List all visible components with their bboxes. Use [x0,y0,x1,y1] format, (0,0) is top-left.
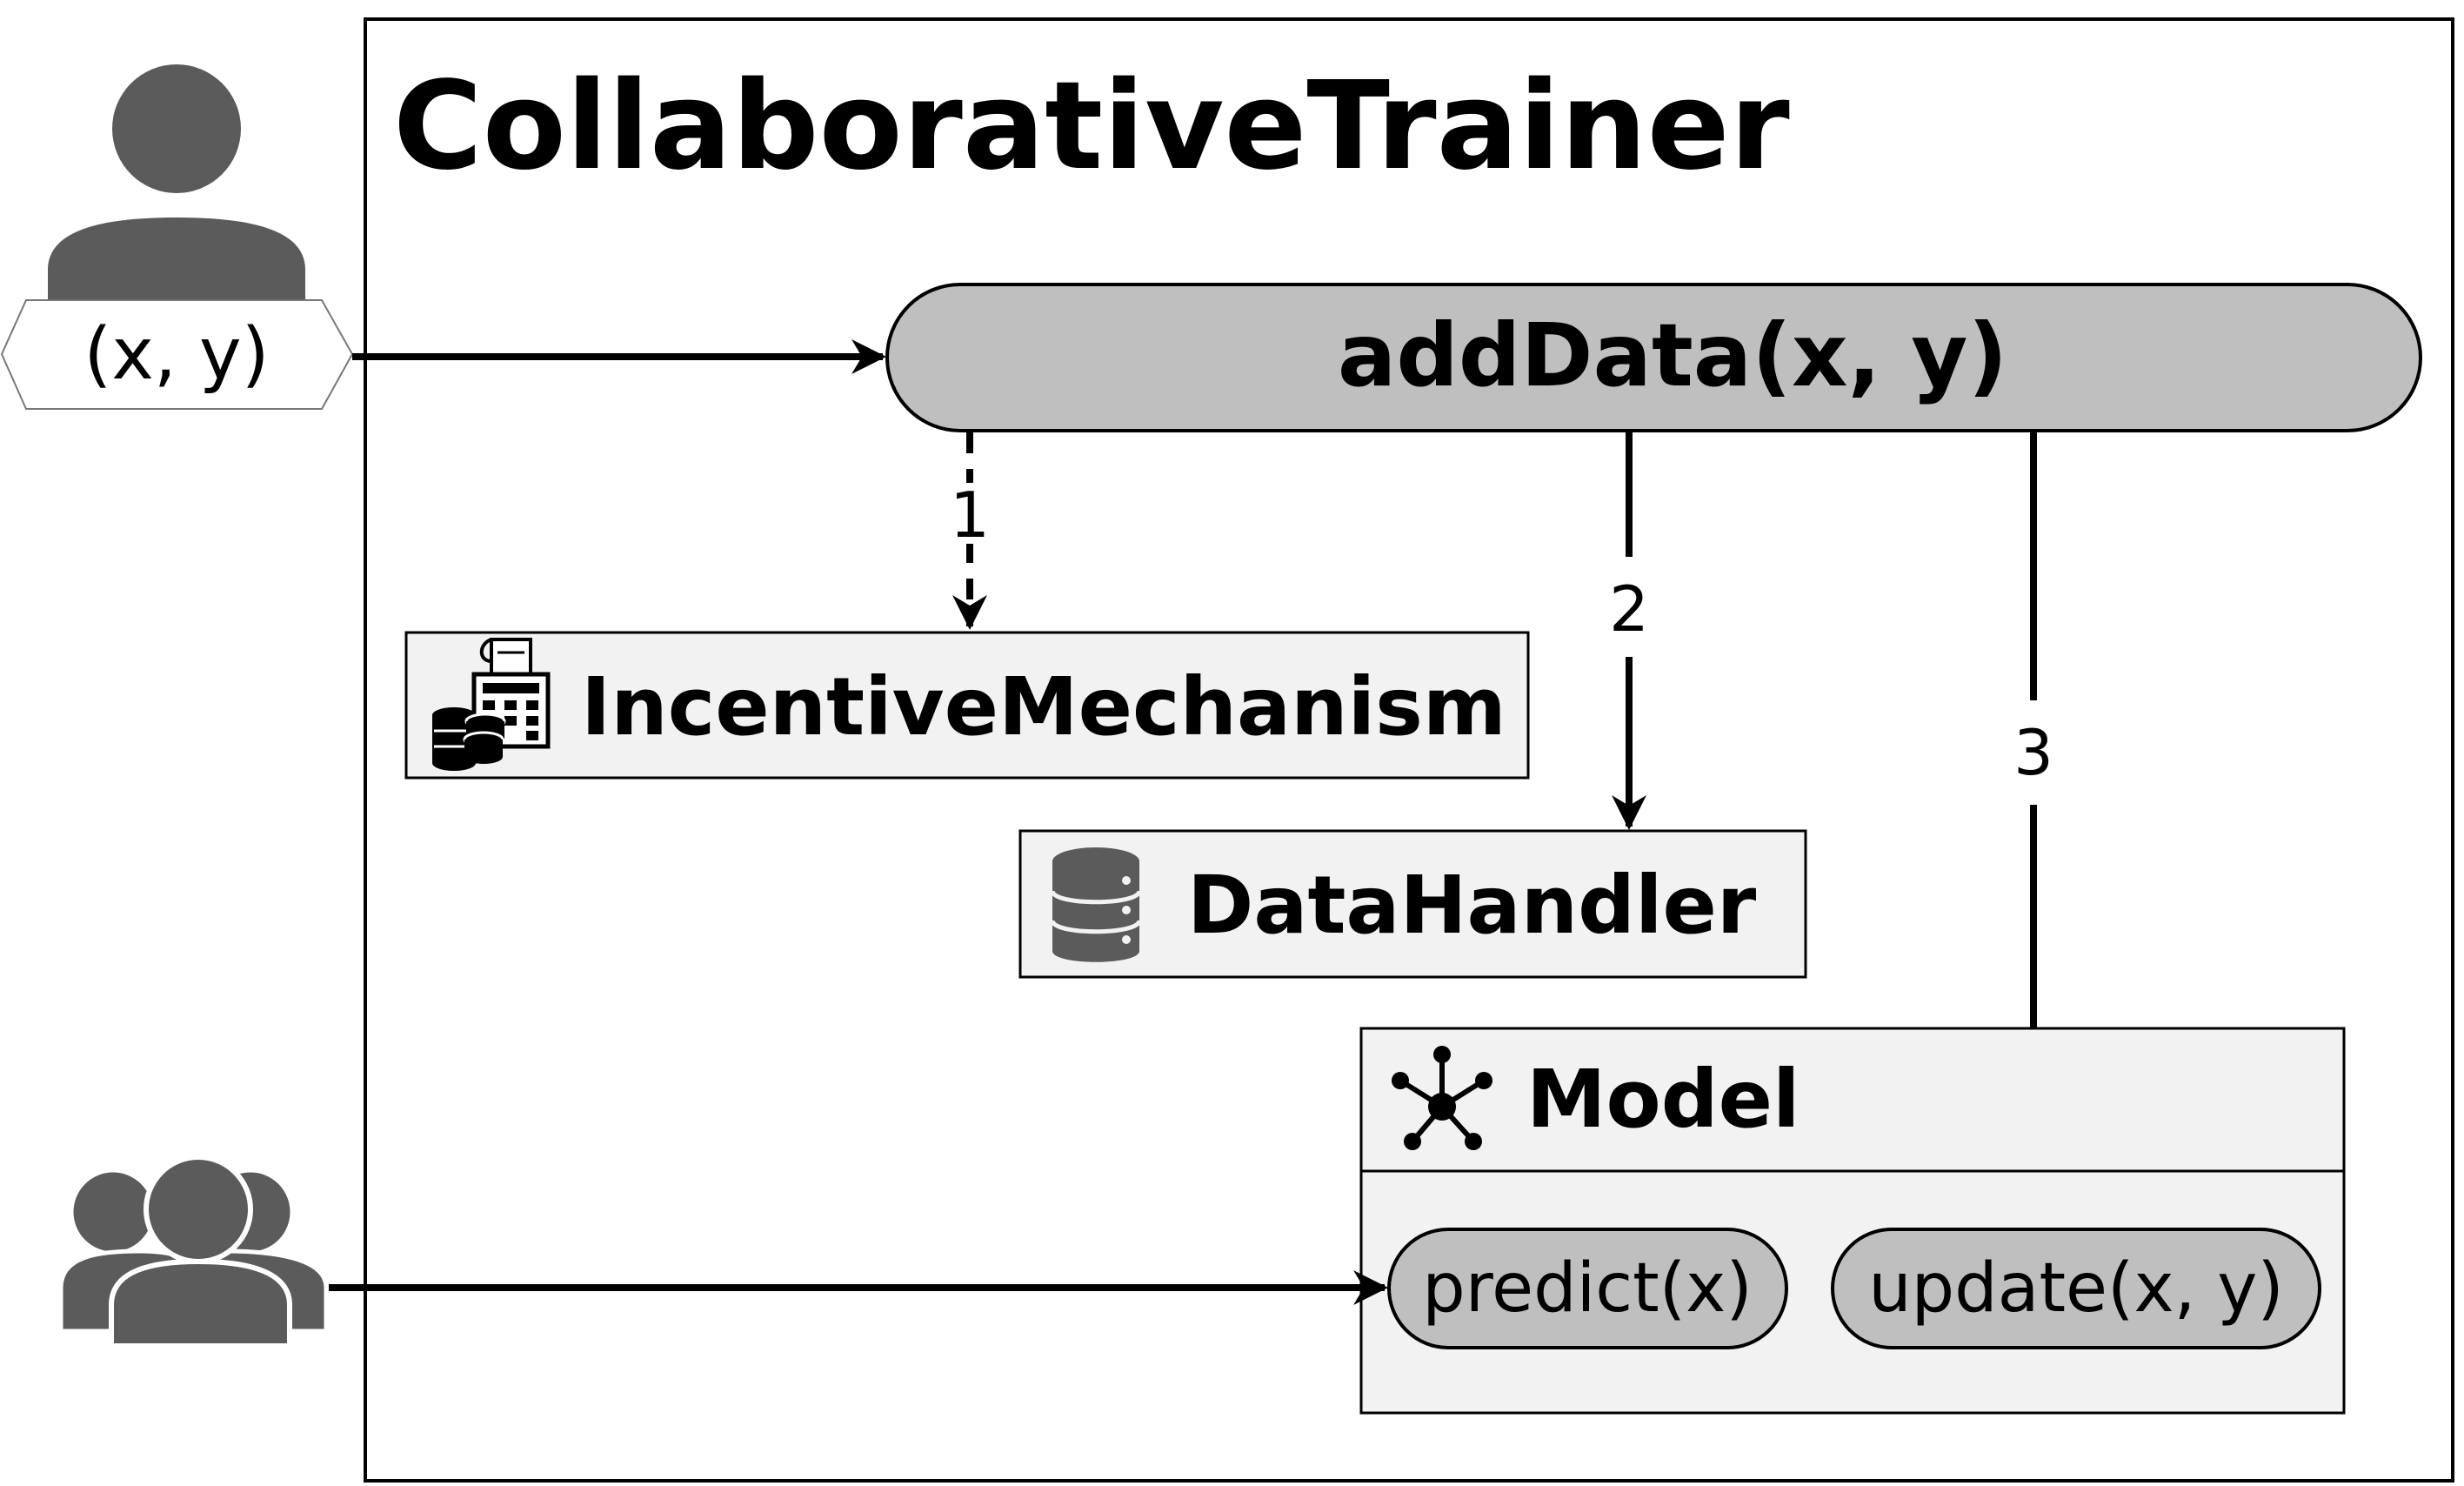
database-icon [1050,847,1142,962]
incentive-mechanism-label: IncentiveMechanism [581,660,1506,753]
model-label: Model [1526,1053,1800,1146]
user-data-tag: (x, y) [0,299,354,410]
update-method[interactable] [1831,1228,2321,1349]
container-title: CollaborativeTrainer [393,56,1790,197]
data-handler-label: DataHandler [1187,859,1757,952]
step-3-label: 3 [2013,716,2053,789]
incentive-mechanism-box[interactable] [404,631,1530,780]
user-group-icon [58,1155,329,1349]
model-box[interactable] [1359,1027,2346,1415]
step-2-label: 2 [1609,572,1649,646]
predict-label: predict(x) [1422,1249,1753,1328]
single-user-icon [48,64,305,305]
network-icon [1392,1046,1492,1150]
user-data-label: (x, y) [83,313,269,396]
step-1-label: 1 [950,479,990,552]
data-handler-box[interactable] [1018,829,1807,979]
add-data-label: addData(x, y) [1338,305,2007,406]
cash-register-icon [432,638,551,771]
predict-method[interactable] [1387,1228,1788,1349]
add-data-method[interactable] [885,283,2422,432]
update-label: update(x, y) [1868,1249,2284,1328]
